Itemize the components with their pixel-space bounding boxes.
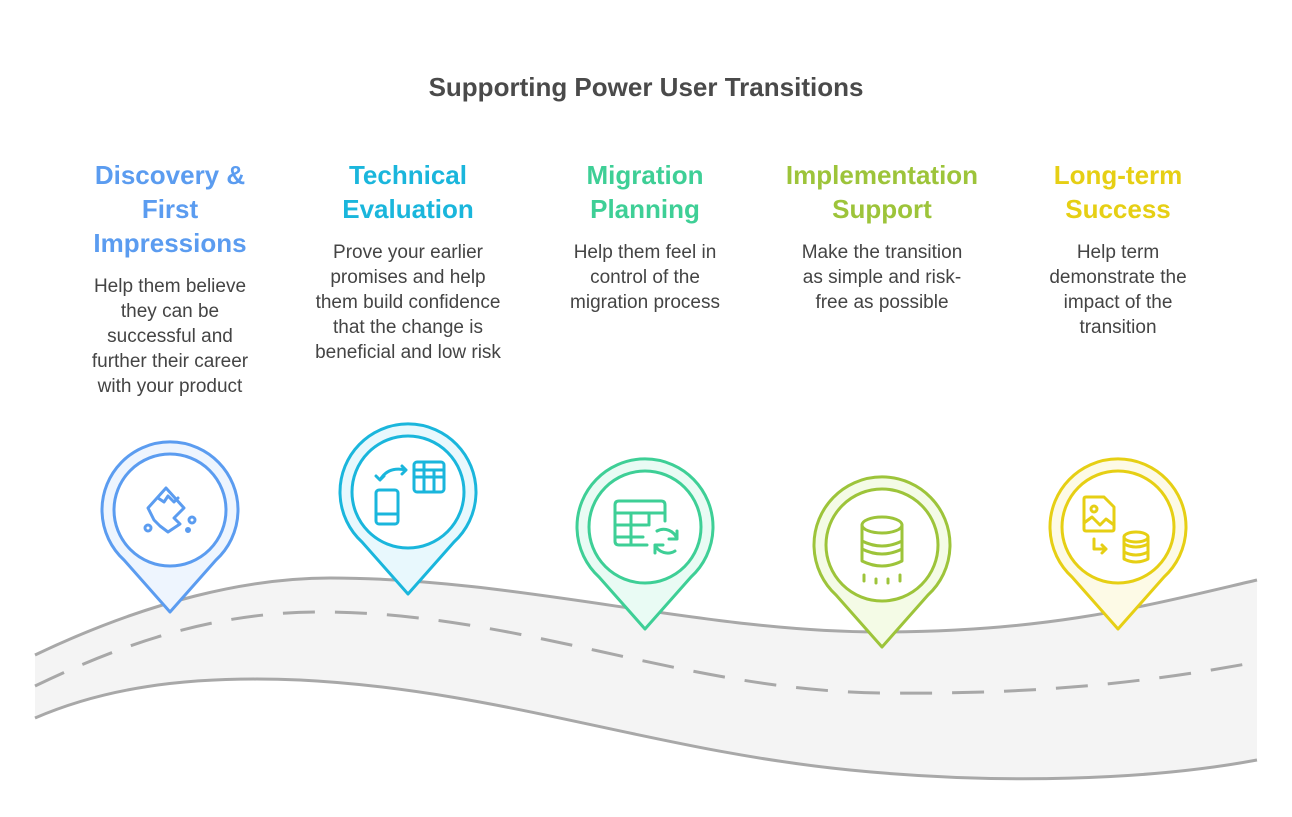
stage-pin-3	[575, 457, 715, 631]
table-refresh-icon	[613, 499, 679, 555]
stage-heading: Migration Planning	[586, 160, 704, 224]
stage-pin-1	[100, 440, 240, 614]
stage-description: Help them believe they can be successful…	[91, 276, 249, 397]
diagram-title: Supporting Power User Transitions	[428, 72, 864, 102]
mobile-table-sync-icon	[374, 460, 446, 526]
stage-heading: Technical Evaluation	[342, 160, 474, 224]
stage-pin-4	[812, 475, 952, 649]
stage-heading: Implementation Support	[785, 160, 979, 224]
stage-description: Prove your earlier promises and help the…	[315, 242, 501, 363]
stage-heading: Long-term Success	[1053, 160, 1183, 224]
database-icon	[860, 515, 904, 585]
stage-description: Help term demonstrate the impact of the …	[1049, 242, 1187, 338]
file-to-database-icon	[1082, 495, 1150, 564]
road	[35, 578, 1257, 779]
iceberg-icon	[143, 486, 197, 534]
stage-heading: Discovery & First Impressions	[93, 160, 247, 258]
stage-pin-2	[338, 422, 478, 596]
road-center-line	[34, 610, 1258, 695]
stage-pin-5	[1048, 457, 1188, 631]
stage-description: Help them feel in control of the migrati…	[570, 242, 720, 313]
stage-description: Make the transition as simple and risk-f…	[801, 242, 963, 313]
